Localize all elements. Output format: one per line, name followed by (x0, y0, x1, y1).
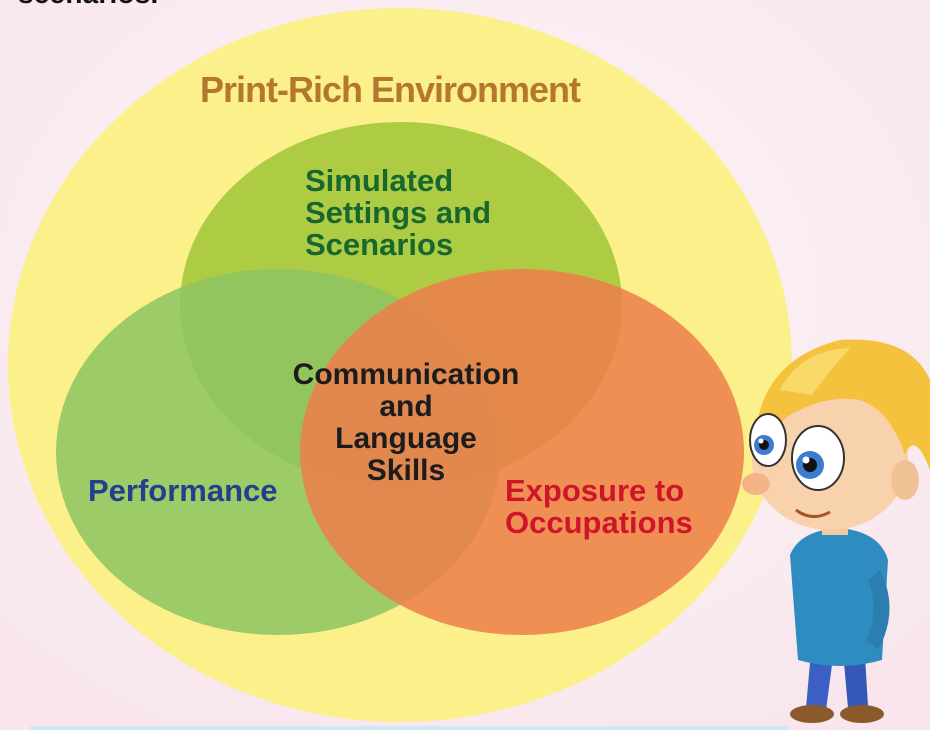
right-circle-label: Exposure to Occupations (505, 475, 693, 539)
left-label-line: Performance (88, 473, 278, 508)
top-label-line: Settings and (305, 195, 492, 230)
top-label-line: Scenarios (305, 227, 454, 262)
center-label-line: Skills (366, 454, 446, 487)
outer-label: Print-Rich Environment (200, 69, 581, 110)
center-label-line: Language (335, 422, 477, 455)
right-label-line: Exposure to (505, 473, 685, 508)
center-label-line: and (379, 390, 433, 423)
left-circle-label: Performance (88, 475, 278, 507)
page-heading-fragment: scenarios. (18, 0, 159, 10)
top-circle-label: Simulated Settings and Scenarios (305, 165, 491, 261)
center-label-line: Communication (292, 358, 520, 391)
boy-illustration (742, 339, 930, 723)
center-intersection-label: Communication and Language Skills (288, 359, 524, 487)
circle-exposure-to-occupations (300, 269, 744, 635)
bottom-divider (30, 726, 790, 730)
top-label-line: Simulated (305, 163, 454, 198)
right-label-line: Occupations (505, 505, 693, 540)
